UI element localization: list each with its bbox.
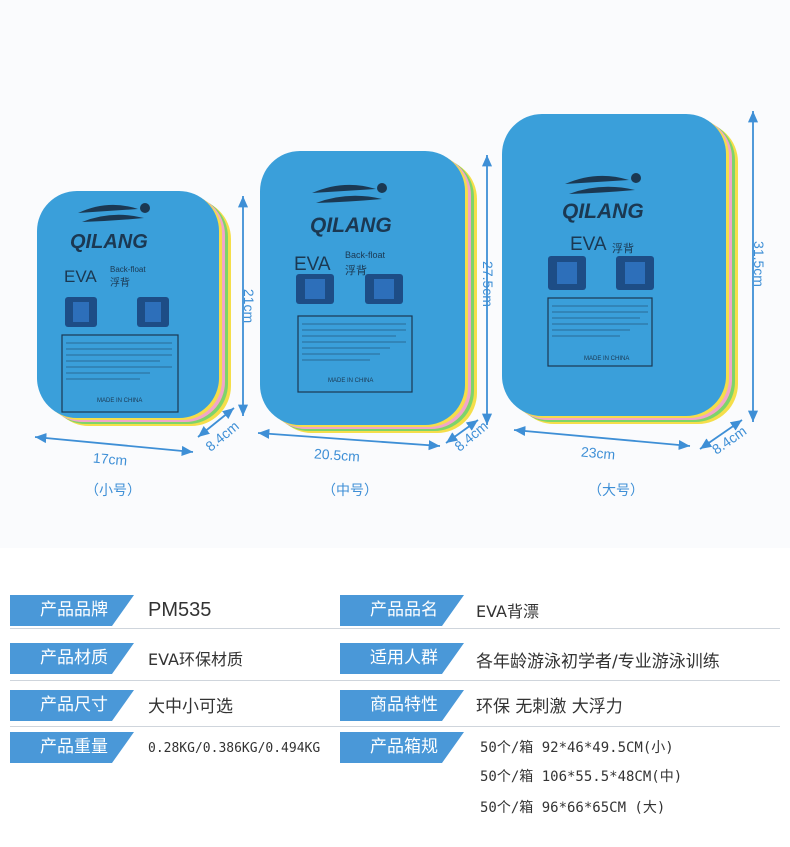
row-divider <box>10 680 780 681</box>
spec-label-audience: 适用人群 <box>340 643 464 674</box>
subtitle-cn: 浮背 <box>612 241 634 255</box>
spec-label-material: 产品材质 <box>10 643 134 674</box>
spec-label-weight: 产品重量 <box>10 732 134 763</box>
spec-value-name: EVA背漂 <box>476 602 539 621</box>
dimension-arrows <box>34 111 759 456</box>
product-illustration: QILANG EVA Back-float 浮背 MADE IN CHINA <box>34 111 759 456</box>
subtitle-en: Back-float <box>345 250 386 260</box>
spec-value-material: EVA环保材质 <box>148 650 243 669</box>
spec-label-name: 产品品名 <box>340 595 464 626</box>
spec-label-brand: 产品品牌 <box>10 595 134 626</box>
spec-value-size: 大中小可选 <box>148 697 233 717</box>
product-image-area: QILANG EVA Back-float 浮背 MADE IN CHINA <box>34 111 767 499</box>
row-divider <box>10 726 780 727</box>
made-in-text: MADE IN CHINA <box>328 378 373 384</box>
spec-label-feature: 商品特性 <box>340 690 464 721</box>
eva-text: EVA <box>64 267 97 286</box>
spec-value-box-small: 50个/箱 92*46*49.5CM(小) <box>480 740 674 756</box>
spec-value-box-large: 50个/箱 96*66*65CM (大) <box>480 800 666 816</box>
made-in-text: MADE IN CHINA <box>97 398 142 404</box>
logo-text: QILANG <box>70 231 148 253</box>
board-medium: QILANG EVA Back-float 浮背 MADE IN CHINA <box>260 151 477 433</box>
spec-value-brand: PM535 <box>148 599 212 621</box>
subtitle-en: Back-float <box>110 265 146 274</box>
logo-text: QILANG <box>562 200 644 223</box>
board-small: QILANG EVA Back-float 浮背 MADE IN CHINA <box>37 191 231 426</box>
spec-label-box: 产品箱规 <box>340 732 464 763</box>
eva-text: EVA <box>570 234 607 255</box>
width-label-large: 23cm <box>580 443 616 463</box>
board-large: QILANG EVA 浮背 MADE IN CHINA <box>502 114 738 424</box>
spec-value-weight: 0.28KG/0.386KG/0.494KG <box>148 741 321 756</box>
row-divider <box>10 628 780 629</box>
spec-value-feature: 环保 无刺激 大浮力 <box>476 697 623 717</box>
spec-label-size: 产品尺寸 <box>10 690 134 721</box>
made-in-text: MADE IN CHINA <box>584 356 629 362</box>
height-label-small: 21cm <box>241 288 258 324</box>
eva-text: EVA <box>294 254 331 275</box>
spec-value-box-medium: 50个/箱 106*55.5*48CM(中) <box>480 769 683 785</box>
spec-value-audience: 各年龄游泳初学者/专业游泳训练 <box>476 652 720 672</box>
width-label-medium: 20.5cm <box>313 445 361 465</box>
size-label-small: （小号） <box>85 483 141 499</box>
subtitle-cn: 浮背 <box>345 263 367 277</box>
size-label-medium: （中号） <box>322 483 378 499</box>
height-label-large: 31.5cm <box>750 241 767 287</box>
logo-text: QILANG <box>310 214 392 237</box>
subtitle-cn: 浮背 <box>110 276 130 289</box>
height-label-medium: 27.5cm <box>479 261 496 307</box>
width-label-small: 17cm <box>92 449 128 469</box>
size-label-large: （大号） <box>588 483 644 499</box>
